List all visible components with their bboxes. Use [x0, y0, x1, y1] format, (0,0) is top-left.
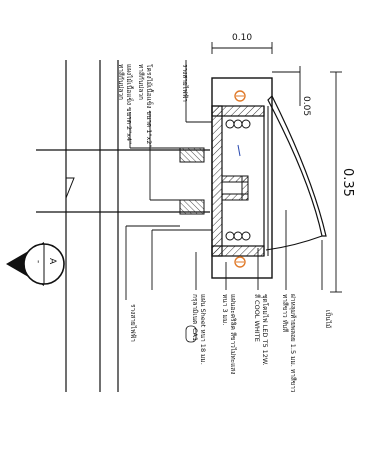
- label-acrylic-sub: หนา 3 มม.: [221, 294, 229, 325]
- label-led: ชุดโคมไฟ LED T5 12W.: [261, 294, 269, 366]
- wall-structure: [36, 60, 210, 392]
- label-frame-b: กรุลามิเนต: [191, 294, 199, 324]
- screw-markers: [234, 90, 246, 268]
- label-wood-frame: โครงไม้เนื้อแข็ง ขนาด 1"x2": [145, 64, 154, 147]
- dimension-lines: [211, 42, 342, 293]
- label-frame-a: แผ่น Sheet หนา 18 มม.: [199, 294, 207, 365]
- section-letter: A: [47, 258, 57, 265]
- diffuser-cover: [267, 94, 327, 237]
- dim-width-label: 0.10: [232, 33, 252, 43]
- label-top-sub: ทาสีขาว ทับสี: [281, 294, 289, 332]
- dim-height-label: 0.35: [340, 168, 355, 197]
- label-acrylic: แผ่นอะคริลิค สีขาวไม่ทะแสง: [229, 294, 237, 374]
- joint-box-top: [179, 147, 205, 163]
- label-wood-frame2: แผงไม้เนื้อแข็ง ขนาด 2"x4": [125, 64, 134, 144]
- label-cable-right: เป็นไม้: [324, 310, 333, 328]
- led-tubes: [225, 119, 251, 241]
- fixture-body: [211, 77, 273, 279]
- frame-code-box: [185, 325, 197, 343]
- section-flag: [65, 177, 75, 199]
- label-led-sub: สี COOL WHITE: [253, 294, 261, 342]
- label-wood-frame2-sub: ทาสีกันปลวก: [117, 64, 125, 100]
- dim-depth-label: 0.05: [301, 96, 311, 116]
- leader-lines: [125, 60, 323, 300]
- section-marker: A -: [6, 242, 65, 286]
- label-top-board: ฝาหลุมท้ายพลอย 1.5 มม. ทาสีขาว: [289, 294, 297, 393]
- joint-box-bottom: [179, 199, 205, 215]
- label-frame-left: รางสายไฟฟ้า: [129, 304, 137, 342]
- section-sub: -: [33, 260, 43, 263]
- label-wood-frame-sub: ทาสีกันปลวก: [137, 64, 145, 100]
- label-frame-code: CA1: [191, 328, 199, 341]
- label-top-left: รางสายไฟฟ้า: [181, 64, 189, 102]
